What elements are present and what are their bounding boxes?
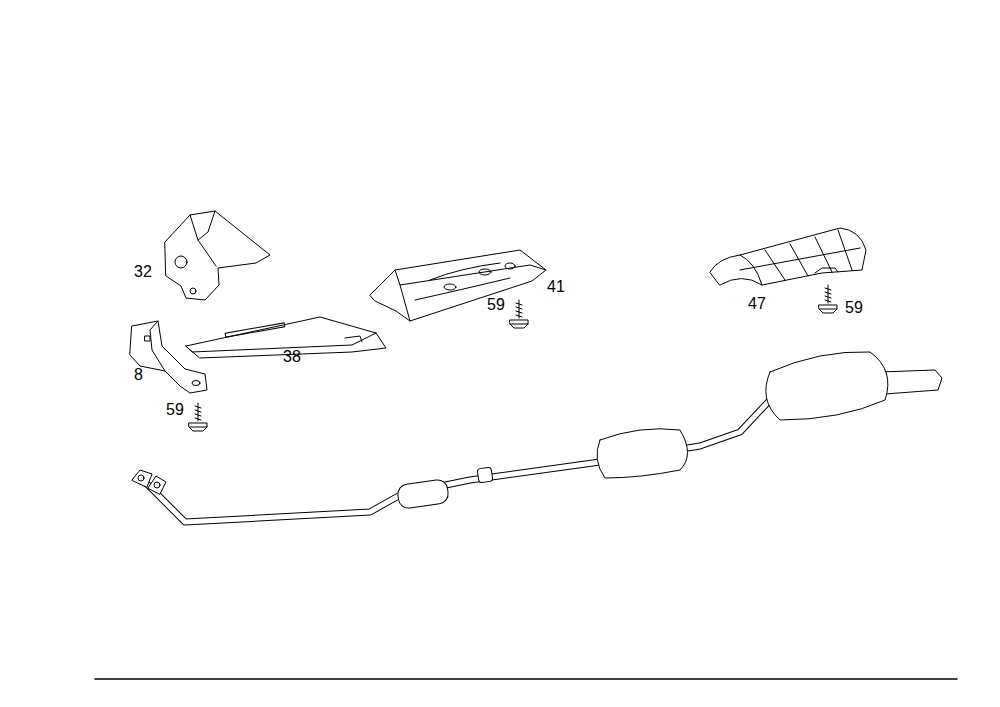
callout-number: 59 [845,299,863,317]
callout-number: 41 [547,278,565,296]
heat-shield-32 [165,211,270,300]
screw-59 [510,300,528,328]
callout-number: 38 [283,348,301,366]
bracket-8 [130,321,207,393]
callout-number: 59 [166,401,184,419]
page-rule [95,678,957,680]
heat-shield-41 [370,250,546,321]
callout-number: 47 [748,295,766,313]
callout-number: 32 [134,263,152,281]
screw-59 [819,285,837,313]
callout-number: 59 [487,296,505,314]
exhaust-pipe [132,352,942,522]
callout-number: 8 [134,366,143,384]
screw-59 [189,403,207,431]
heat-cover-47 [710,228,866,285]
